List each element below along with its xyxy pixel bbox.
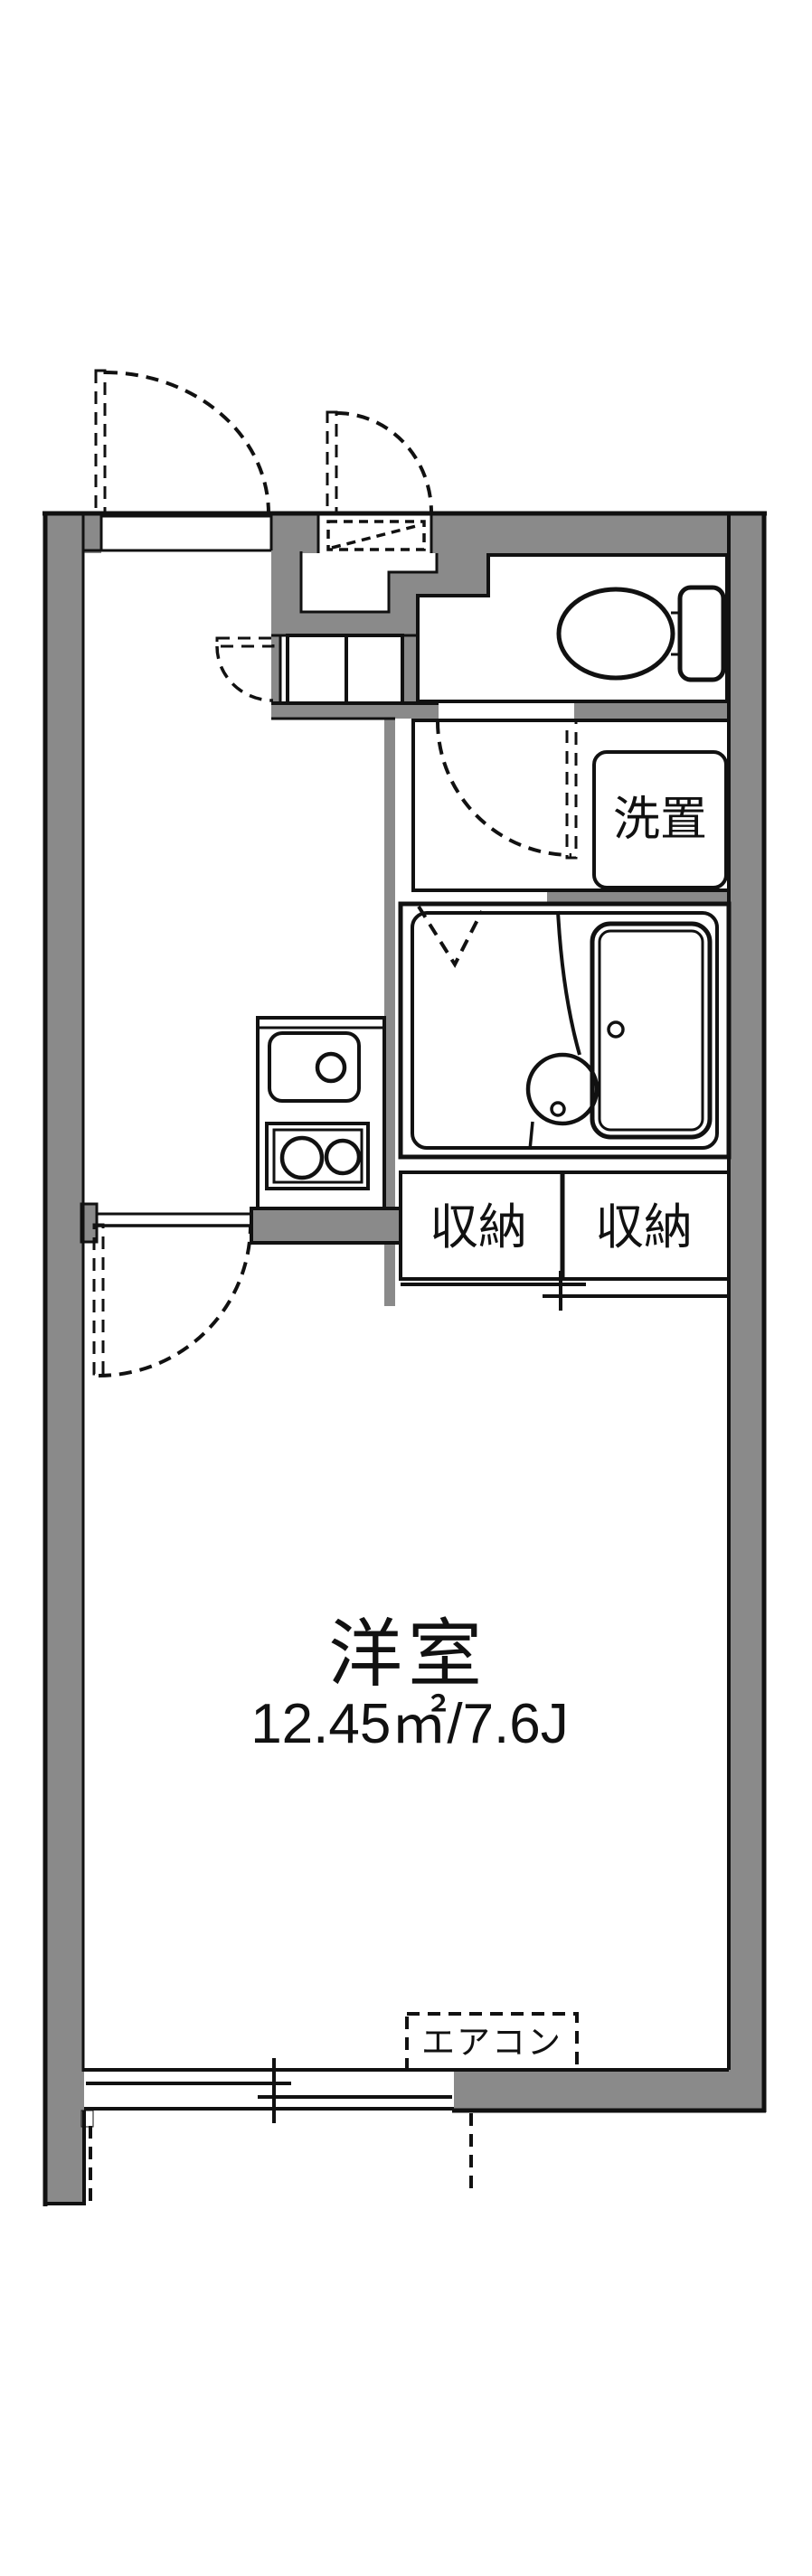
burner-left-icon — [279, 1135, 325, 1180]
bath-counter-edge — [556, 910, 581, 1056]
bathtub-knob-icon — [607, 1020, 625, 1039]
shoe-door-leaf — [326, 410, 338, 514]
door-jamb — [80, 1202, 99, 1244]
main-room-label: 洋室 — [328, 1613, 487, 1696]
kitchen-sink-icon — [268, 1031, 361, 1103]
toilet-fixture — [556, 585, 726, 682]
toilet-bowl-icon — [556, 587, 675, 681]
window-sliding-symbol — [80, 2058, 454, 2128]
hall-door-leaf — [215, 636, 275, 648]
kitchen-doorway-threshold — [97, 1212, 251, 1227]
kitchen-room-partition-wall — [250, 1207, 402, 1245]
storage-label-left: 収納 — [430, 1200, 527, 1255]
room-door-arc — [98, 1226, 252, 1377]
door-swings — [89, 369, 578, 2201]
shoe-door-arc — [335, 411, 433, 513]
entrance-alcove-outline — [299, 551, 439, 614]
laundry-space — [592, 750, 728, 889]
bathroom — [398, 901, 732, 1160]
wall-outlines — [42, 511, 767, 2206]
kitchen-counter — [256, 1016, 386, 1210]
laundry-label: 洗置 — [613, 794, 707, 846]
hall-closet-box-2 — [345, 634, 404, 705]
toilet-door-arc — [436, 720, 572, 857]
bathtub-icon — [590, 921, 713, 1140]
bath-basin-icon — [525, 1052, 600, 1126]
toilet-door-leaf — [565, 719, 578, 860]
main-room-area: 12.45㎡/7.6J — [250, 1693, 569, 1755]
room-door-leaf — [92, 1223, 105, 1376]
basin-drain-icon — [550, 1101, 566, 1117]
hall-closet-box — [286, 634, 348, 705]
stove-icon — [265, 1122, 370, 1190]
washer-box-icon — [592, 750, 728, 889]
storage-sliding-door — [401, 1271, 729, 1311]
toilet-tank-icon — [677, 585, 726, 682]
faucet-icon — [315, 1051, 347, 1084]
hall-door-arc — [215, 645, 274, 702]
window-sill-step — [80, 2110, 94, 2128]
kitchen-unit — [256, 1016, 386, 1210]
bathroom-inner-border — [411, 911, 719, 1150]
burner-right-icon — [324, 1138, 362, 1176]
entrance-opening — [101, 513, 271, 553]
bath-folding-door — [417, 905, 484, 969]
entrance-door-arc — [104, 371, 270, 514]
shoe-cabinet-dashed-box — [326, 520, 426, 551]
entrance-door-leaf — [94, 369, 107, 515]
bath-fixtures — [525, 910, 713, 1151]
aircon-box — [405, 2012, 579, 2072]
walls — [45, 513, 764, 2205]
storage-label-right: 収納 — [595, 1200, 693, 1255]
aircon-label: エアコン — [421, 2024, 562, 2061]
